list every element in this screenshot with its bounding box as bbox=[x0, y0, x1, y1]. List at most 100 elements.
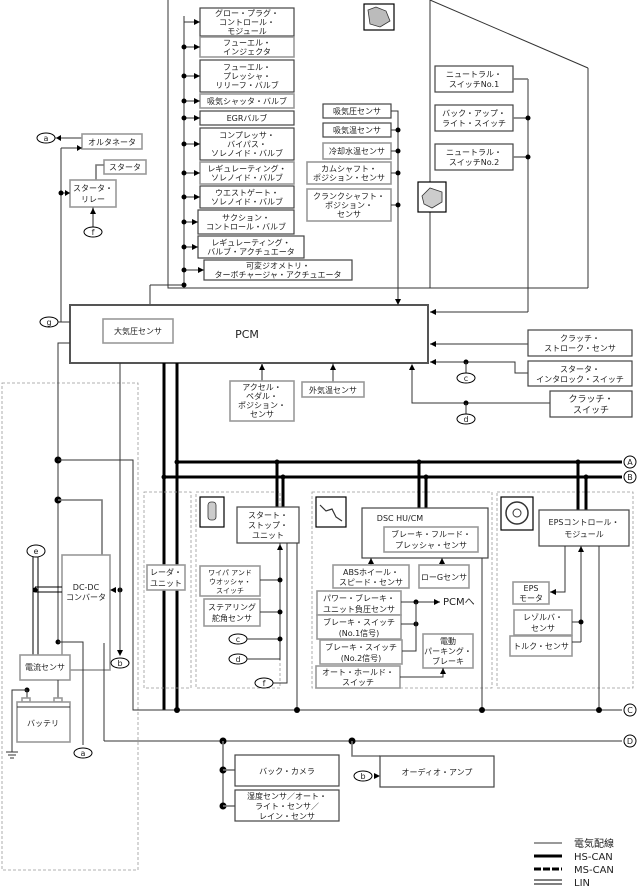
actuator-7-label-0: ウエストゲート・ bbox=[215, 188, 279, 198]
eps-module-label-1: EPSコントロール・ bbox=[549, 518, 620, 527]
engine-sensor-4-label-0: クランクシャフト・ bbox=[313, 192, 385, 201]
connector-e-label: e bbox=[34, 547, 39, 556]
wiper-label-3: スイッチ bbox=[216, 587, 244, 595]
transmission-switch-1-label-0: バック・アップ・ bbox=[442, 109, 506, 118]
abs-label-2: スピード・センサ bbox=[339, 578, 403, 587]
ambient-temp-sensor-box bbox=[301, 381, 365, 398]
accel-label-2: ペダル・ bbox=[246, 391, 278, 401]
brake-booster-vacuum-sensor-box bbox=[316, 590, 402, 616]
connector-a-label: a bbox=[44, 134, 49, 143]
legend-label-hscan: HS-CAN bbox=[574, 852, 613, 863]
transmission-switch-2-label-0: ニュートラル・ bbox=[446, 148, 502, 157]
bus-b-terminal bbox=[623, 470, 637, 484]
transmission-switch-0-label-0: ニュートラル・ bbox=[446, 70, 502, 79]
bus-d-terminal bbox=[623, 734, 637, 748]
actuator-3: 吸気シャッタ・バルブ bbox=[181, 93, 295, 109]
engine-sensor-4-label-1: ポジション・ bbox=[325, 201, 373, 210]
actuator-6-label-0: レギュレーティング・ bbox=[207, 164, 286, 174]
actuator-2: フューエル・プレッシャ・リリーフ・バルブ bbox=[181, 59, 295, 93]
alternator-box bbox=[81, 133, 143, 150]
transmission-switch-2-label-1: スイッチNo.2 bbox=[449, 158, 499, 167]
connector-f-top bbox=[83, 226, 103, 238]
connector-b-audio bbox=[353, 770, 373, 782]
bus-b-label: B bbox=[627, 473, 633, 482]
connector-a-label-bottom: a bbox=[81, 749, 86, 758]
engine-sensor-3-label-1: ポジション・センサ bbox=[313, 174, 385, 183]
interlock-label-1: スタータ・ bbox=[560, 365, 600, 374]
current-sensor-label: 電流センサ bbox=[25, 662, 65, 672]
actuator-10-label-0: 可変ジオメトリ・ bbox=[246, 261, 310, 271]
alternator-label: オルタネータ bbox=[88, 138, 136, 147]
brake-switch-no1-box bbox=[316, 614, 402, 640]
engine-sensor-0: 吸気圧センサ bbox=[322, 103, 399, 122]
epb-label-1: 電動 bbox=[440, 637, 456, 646]
actuator-0-label-1: コントロール・ bbox=[219, 18, 275, 27]
actuator-1-label-0: フューエル・ bbox=[223, 39, 271, 48]
abs-wheel-speed-sensor-box bbox=[332, 564, 410, 589]
barometric-sensor-label: 大気圧センサ bbox=[114, 326, 162, 336]
ss-unit-label-2: ストップ・ bbox=[248, 521, 288, 530]
actuator-1: フューエル・インジェクタ bbox=[181, 36, 295, 58]
bsw2-label-2: (No.2信号) bbox=[341, 653, 382, 663]
audio-amp-label: オーディオ・アンプ bbox=[402, 767, 473, 777]
radar-unit-box bbox=[146, 564, 186, 591]
actuator-6-label-1: ソレノイド・バルブ bbox=[211, 173, 283, 183]
epb-label-2: パーキング・ bbox=[424, 646, 472, 656]
ss-unit-label-3: ユニット bbox=[252, 531, 284, 540]
legend-label-lin: LIN bbox=[574, 878, 590, 889]
autohold-label-2: スイッチ bbox=[342, 678, 374, 687]
legend-label-mscan: MS-CAN bbox=[574, 865, 614, 876]
low-g-sensor-box bbox=[418, 564, 470, 589]
actuator-0: グロー・プラグ・コントロール・モジュール bbox=[184, 7, 295, 37]
start-stop-area: スタート・ ストップ・ ユニット ワイパ アンド ウオッシャ・ スイッチ ステア… bbox=[195, 459, 300, 710]
engine-sensor-0-label-0: 吸気圧センサ bbox=[333, 106, 381, 116]
starter-interlock-switch-box bbox=[527, 360, 633, 387]
actuator-5: コンプレッサ・バイパス・ソレノイド・バルブ bbox=[181, 127, 295, 161]
resolver-label-1: レゾルバ・ bbox=[523, 613, 563, 622]
resolver-label-2: センサ bbox=[531, 624, 555, 633]
radar-area: レーダ・ ユニット bbox=[143, 491, 192, 689]
actuator-7: ウエストゲート・ソレノイド・バルブ bbox=[181, 185, 295, 209]
bus-c-label: C bbox=[627, 706, 633, 715]
torque-sensor-box bbox=[509, 635, 573, 657]
starter-box bbox=[103, 159, 147, 175]
ambient-temp-label: 外気温センサ bbox=[309, 385, 357, 395]
starting-circuit: a オルタネータ スタータ スタータ・ リレー f bbox=[36, 132, 147, 322]
dsc-image-icon bbox=[315, 496, 347, 528]
actuator-4: EGRバルブ bbox=[181, 110, 295, 126]
actuator-4-label-0: EGRバルブ bbox=[227, 113, 268, 123]
audio-amp-box bbox=[379, 755, 495, 788]
eps-motor-box bbox=[512, 581, 550, 605]
rain-sensor-label-2: ライト・センサ／ bbox=[255, 802, 319, 811]
starter-relay-box bbox=[69, 179, 117, 208]
battery-label: バッテリ bbox=[27, 719, 59, 728]
engine-sensor-3: カムシャフト・ポジション・センサ bbox=[306, 161, 401, 185]
clutch-stroke-label-1: クラッチ・ bbox=[560, 334, 600, 343]
connector-c-label-ss: c bbox=[236, 635, 240, 644]
clutch-stroke-sensor-box bbox=[527, 329, 633, 357]
dsc-label: DSC HU/CM bbox=[377, 514, 424, 523]
brake-switch-no2-box bbox=[319, 639, 403, 665]
clutch-switch-label-1: クラッチ・ bbox=[568, 394, 613, 405]
legend: 電気配線 HS-CAN MS-CAN LIN bbox=[534, 837, 614, 889]
connector-g-label: g bbox=[46, 318, 51, 327]
actuator-8: サクション・コントロール・バルブ bbox=[181, 209, 295, 235]
starter-relay-label-2: リレー bbox=[81, 195, 105, 204]
actuator-2-label-2: リリーフ・バルブ bbox=[215, 80, 279, 90]
fluid-label-1: ブレーキ・フルード・ bbox=[391, 529, 471, 539]
barometric-sensor-box bbox=[102, 318, 174, 344]
clutch-switch-label-2: スイッチ bbox=[573, 405, 609, 416]
pcm-label: PCM bbox=[235, 328, 259, 341]
connector-d-label-ss: d bbox=[235, 655, 240, 664]
rain-sensor-label-1: 湿度センサ／オート・ bbox=[247, 791, 327, 801]
connector-c-right bbox=[456, 372, 476, 384]
actuator-8-label-1: コントロール・バルブ bbox=[206, 222, 286, 232]
electric-parking-brake-box bbox=[422, 633, 474, 669]
connector-e bbox=[26, 544, 46, 558]
connector-b-left bbox=[110, 657, 130, 669]
actuator-1-label-1: インジェクタ bbox=[223, 48, 271, 57]
power-area: DC-DC コンバータ b e a 電流センサ バッテリ bbox=[1, 343, 622, 871]
engine-sensor-1: 吸気温センサ bbox=[322, 122, 401, 138]
engine-sensor-4-label-2: センサ bbox=[337, 210, 361, 219]
